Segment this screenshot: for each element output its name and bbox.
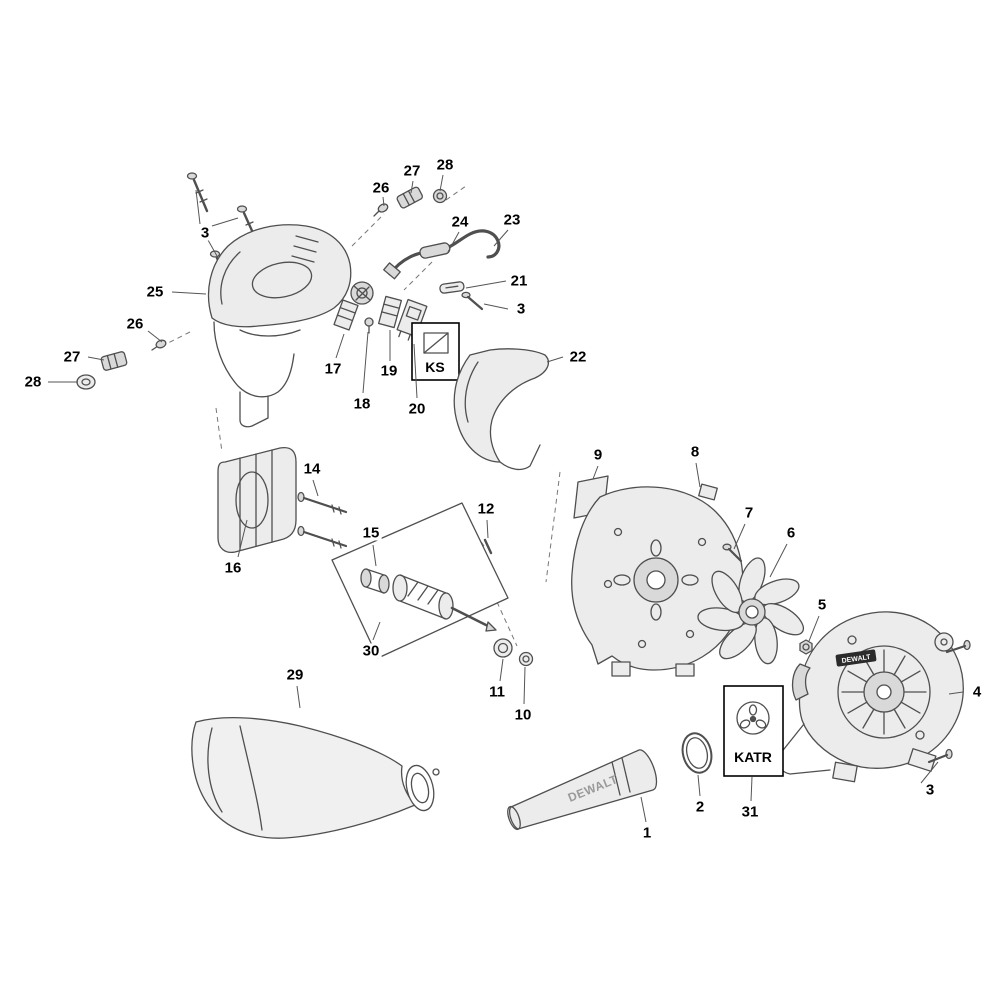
blower-housing-4: DEWALT xyxy=(777,611,964,783)
armature-15 xyxy=(360,568,497,632)
part-label-11: 11 xyxy=(487,683,507,701)
handle-cover-22 xyxy=(453,348,549,471)
tube-1: DEWALT xyxy=(507,749,658,831)
part-label-28-a: 28 xyxy=(434,156,456,174)
part-label-2: 2 xyxy=(693,798,707,816)
part-label-25: 25 xyxy=(144,283,166,301)
katr-logo xyxy=(736,701,770,735)
part-label-1: 1 xyxy=(640,824,654,842)
switch-20 xyxy=(396,298,428,341)
part-label-10: 10 xyxy=(512,706,534,724)
armature-box-30 xyxy=(331,502,509,659)
nozzle-29 xyxy=(191,716,440,839)
screws-3-right xyxy=(927,639,971,764)
part-label-3-c: 3 xyxy=(923,781,937,799)
part-label-30: 30 xyxy=(360,642,382,660)
screws-14 xyxy=(297,491,348,549)
part-label-3-b: 3 xyxy=(514,300,528,318)
cap-parts-left-26-27-28 xyxy=(76,339,167,390)
dewalt-badge: DEWALT xyxy=(835,649,877,667)
part-label-22: 22 xyxy=(567,348,589,366)
part-label-28-b: 28 xyxy=(22,373,44,391)
part-label-27-b: 27 xyxy=(61,348,83,366)
part-label-26-a: 26 xyxy=(370,179,392,197)
part-label-14: 14 xyxy=(301,460,323,478)
part-label-21: 21 xyxy=(508,272,530,290)
bearing-11 xyxy=(493,638,513,658)
part-label-9: 9 xyxy=(591,446,605,464)
part-label-31: 31 xyxy=(739,803,761,821)
part-label-7: 7 xyxy=(742,504,756,522)
ks-callout-box: KS xyxy=(411,322,460,381)
part-label-19: 19 xyxy=(378,362,400,380)
part-label-29: 29 xyxy=(284,666,306,684)
part-label-16: 16 xyxy=(222,559,244,577)
fan-6 xyxy=(697,557,805,665)
part-label-4: 4 xyxy=(970,683,984,701)
part-label-12: 12 xyxy=(475,500,497,518)
part-label-26-b: 26 xyxy=(124,315,146,333)
part-label-17: 17 xyxy=(322,360,344,378)
brush-screw-18 xyxy=(364,317,374,334)
baffle-8 xyxy=(571,483,744,677)
nut-5 xyxy=(799,639,813,655)
ring-2 xyxy=(681,732,713,774)
part-label-3-a: 3 xyxy=(198,224,212,242)
part-label-18: 18 xyxy=(351,395,373,413)
part-label-20: 20 xyxy=(406,400,428,418)
part-label-23: 23 xyxy=(501,211,523,229)
part-label-5: 5 xyxy=(815,596,829,614)
pin-12 xyxy=(483,538,493,555)
part-label-8: 8 xyxy=(688,443,702,461)
power-cord-23-24 xyxy=(383,229,501,280)
field-16 xyxy=(217,446,297,554)
part-label-15: 15 xyxy=(360,524,382,542)
part-label-6: 6 xyxy=(784,524,798,542)
katr-callout-box-31: KATR xyxy=(723,685,784,777)
brush-cap xyxy=(350,281,374,305)
part-label-24: 24 xyxy=(449,213,471,231)
katr-label: KATR xyxy=(734,749,772,765)
screw-7 xyxy=(722,543,743,563)
motor-housing-25 xyxy=(207,224,352,428)
cap-parts-top-26-27-28 xyxy=(373,186,448,217)
brush-holder-17 xyxy=(333,299,359,331)
construction-lines xyxy=(165,185,561,647)
part-label-27-a: 27 xyxy=(401,162,423,180)
wire-clip-21 xyxy=(439,281,465,294)
brush-19 xyxy=(377,295,403,329)
leader-lines xyxy=(48,174,964,823)
ks-label: KS xyxy=(425,359,444,375)
screw-3-mid xyxy=(461,291,484,311)
washer-10 xyxy=(518,651,534,667)
dewalt-badge-text: DEWALT xyxy=(841,654,871,665)
